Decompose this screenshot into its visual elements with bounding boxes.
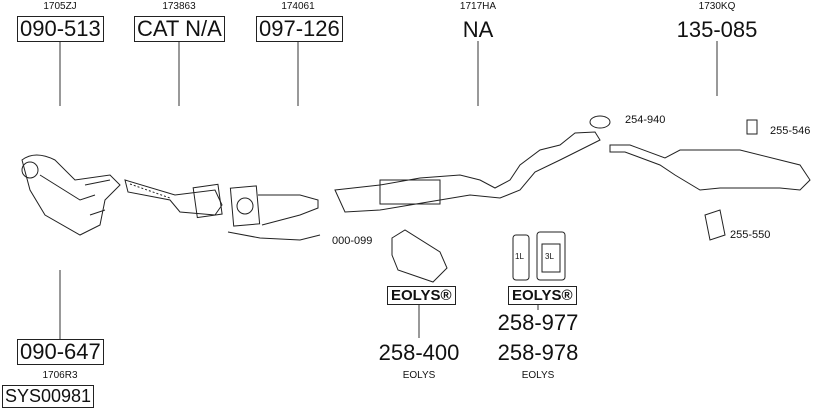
part-caption: EOLYS [521, 370, 555, 381]
hanger-number[interactable]: 255-546 [770, 125, 811, 137]
part-number-box[interactable]: 090-513 [17, 16, 104, 42]
part-number[interactable]: 135-085 [676, 17, 758, 42]
vehicle-id-box: SYS00981 [2, 385, 95, 408]
bottle-label: 3L [545, 252, 554, 261]
part-code: 1717HA [459, 1, 497, 12]
part-number-box[interactable]: CAT N/A [134, 16, 225, 42]
eolys-bottles-drawing [512, 231, 566, 281]
part-code: 1730KQ [698, 1, 736, 12]
intermediate-pipe-drawing [334, 131, 601, 213]
part-number-box[interactable]: 097-126 [256, 16, 343, 42]
bracket-number[interactable]: 255-550 [730, 229, 771, 241]
part-number[interactable]: NA [462, 17, 494, 42]
clamp-number[interactable]: 254-940 [625, 114, 666, 126]
part-code: 173863 [162, 1, 196, 12]
eolys-tank-drawing [391, 229, 448, 283]
sensor-number[interactable]: 000-099 [332, 235, 373, 247]
part-caption: EOLYS [402, 370, 436, 381]
leader-lines [59, 41, 718, 339]
part-code: 174061 [281, 1, 315, 12]
manifold-catalyst-drawing [21, 154, 121, 236]
dpf-drawing [227, 185, 321, 241]
part-number-box[interactable]: 090-647 [17, 339, 104, 365]
part-number[interactable]: 258-977 [497, 310, 579, 335]
part-code: 1705ZJ [43, 1, 77, 12]
eolys-logo: EOLYS® [508, 286, 577, 305]
part-number[interactable]: 258-400 [378, 340, 460, 365]
front-pipe-drawing [124, 179, 223, 219]
eolys-logo: EOLYS® [387, 286, 456, 305]
part-number[interactable]: 258-978 [497, 340, 579, 365]
part-code: 1706R3 [42, 370, 78, 381]
rear-silencer-drawing [589, 115, 811, 241]
bottle-label: 1L [515, 252, 524, 261]
